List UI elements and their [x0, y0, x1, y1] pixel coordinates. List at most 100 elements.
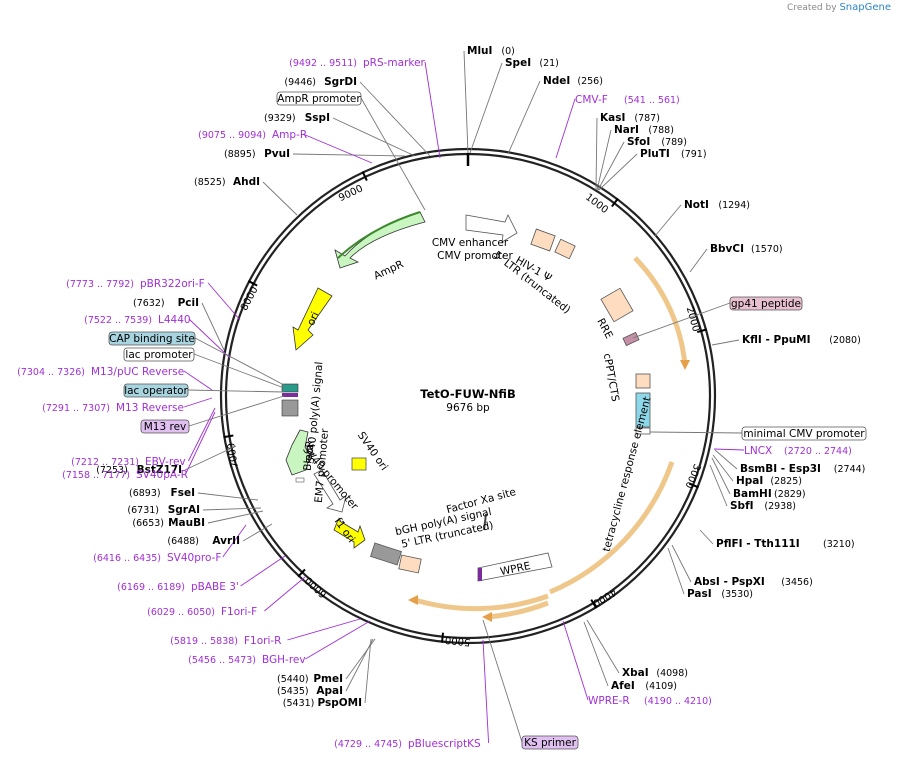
site-name: SbfI: [730, 500, 754, 512]
site-name: PasI: [687, 588, 712, 600]
leader-line: [197, 492, 259, 501]
site-name: NarI: [614, 124, 639, 136]
primer-name: WPRE-R: [588, 695, 630, 707]
factor-xa-mark: [483, 513, 487, 531]
site-position: (2744): [834, 464, 866, 475]
label-box-text: CAP binding site: [109, 333, 195, 345]
lac-region-1: [281, 383, 299, 393]
leader-line: [482, 619, 523, 743]
leader-line: [188, 318, 231, 359]
label-box: [741, 426, 867, 441]
site-name: SgrAI: [168, 504, 200, 516]
leader-line: [207, 510, 264, 524]
leader-line: [287, 618, 361, 641]
site-position: (787): [634, 113, 660, 124]
label-box: [276, 91, 362, 106]
site-name: SpeI: [505, 57, 531, 69]
tre-box: [635, 392, 651, 428]
site-position: (21): [539, 58, 559, 69]
leader-line: [332, 117, 416, 157]
tick-mark: [696, 328, 708, 334]
primer-position: (9492 .. 9511): [289, 58, 357, 69]
primer-position: (7304 .. 7326): [17, 367, 85, 378]
leader-line: [463, 50, 469, 154]
primer-position: (7212 .. 7231): [71, 457, 139, 468]
label-box-text: M13 rev: [144, 421, 187, 433]
tick-label: 1000: [583, 192, 610, 216]
leader-line: [187, 407, 216, 462]
leader-line: [264, 576, 306, 612]
min-cmv-box: [635, 427, 651, 435]
ltr-box-2: [398, 554, 422, 574]
label-box-text: AmpR promoter: [277, 93, 361, 105]
leader-line: [507, 80, 541, 155]
primer-position: (6416 .. 6435): [93, 553, 161, 564]
leader-line: [359, 81, 431, 157]
primer-name: EBV-rev: [145, 456, 186, 468]
primer-position: (7522 .. 7539): [84, 315, 152, 326]
leader-line: [671, 544, 692, 583]
site-name: KasI: [600, 112, 625, 124]
leader-line: [305, 620, 371, 660]
site-name: PvuI: [264, 148, 290, 160]
site-name: SspI: [305, 112, 330, 124]
site-position: (6653): [132, 518, 164, 529]
tick-label: 5000: [445, 634, 471, 648]
primer-position: (7158 .. 7177): [62, 470, 130, 481]
site-position: (791): [681, 149, 707, 160]
leader-line: [469, 62, 503, 154]
feature-label: AmpR: [372, 258, 406, 282]
site-position: (789): [661, 137, 687, 148]
site-name: XbaI: [622, 667, 649, 679]
site-position: (2938): [764, 501, 796, 512]
plasmid-name: TetO-FUW-NfiB: [420, 387, 515, 401]
site-name: NdeI: [543, 75, 570, 87]
boxed-label: gp41 peptide: [729, 296, 803, 311]
primer-name: SV40pro-F: [167, 552, 221, 564]
bgh-box: [370, 542, 402, 566]
site-name: PflFI - Tth111I: [716, 538, 800, 550]
label-box: [521, 735, 579, 750]
leader-line: [597, 141, 625, 191]
nfib-arrow-1-head: [680, 360, 690, 370]
leader-line: [562, 620, 589, 701]
site-name: SgrDI: [324, 76, 357, 88]
psi-box: [554, 238, 576, 260]
lac-region-2: [282, 393, 298, 397]
label-box-text: minimal CMV promoter: [743, 428, 865, 440]
leader-line: [345, 638, 374, 692]
nfib-arrow-2: [549, 461, 675, 595]
primer-name: LNCX: [744, 445, 772, 457]
sv40ori-box: [351, 457, 367, 471]
label-box: [140, 419, 190, 434]
label-box: [123, 347, 195, 362]
primer-position: (5456 .. 5473): [188, 655, 256, 666]
ltr-box-1: [530, 228, 556, 252]
label-box: [729, 296, 803, 311]
rre-box: [600, 287, 634, 323]
label-box: [123, 383, 189, 398]
primer-position: (4190 .. 4210): [644, 696, 712, 707]
label-box-text: gp41 peptide: [731, 298, 801, 310]
leader-line: [183, 370, 213, 391]
primer-position: (4729 .. 4745): [334, 739, 402, 750]
leader-line: [262, 181, 298, 216]
leader-line: [188, 395, 285, 427]
credit-brand: SnapGene: [839, 2, 891, 13]
site-name: AhdI: [233, 176, 260, 188]
tick-mark: [247, 280, 258, 287]
site-position: (8895): [224, 149, 256, 160]
site-position: (9329): [264, 113, 296, 124]
primer-name: CMV-F: [575, 94, 608, 106]
leader-line: [699, 529, 714, 545]
leader-line: [709, 464, 728, 507]
boxed-label: M13 rev: [140, 419, 190, 434]
credit-prefix: Created by: [787, 3, 837, 13]
site-name: PmeI: [313, 673, 343, 685]
ampr-arrow: [334, 211, 426, 269]
leader-line: [193, 353, 285, 389]
leader-line: [222, 524, 247, 558]
primer-name: BGH-rev: [262, 654, 306, 666]
primer-name: pBABE 3': [191, 581, 239, 593]
site-position: (788): [648, 125, 674, 136]
